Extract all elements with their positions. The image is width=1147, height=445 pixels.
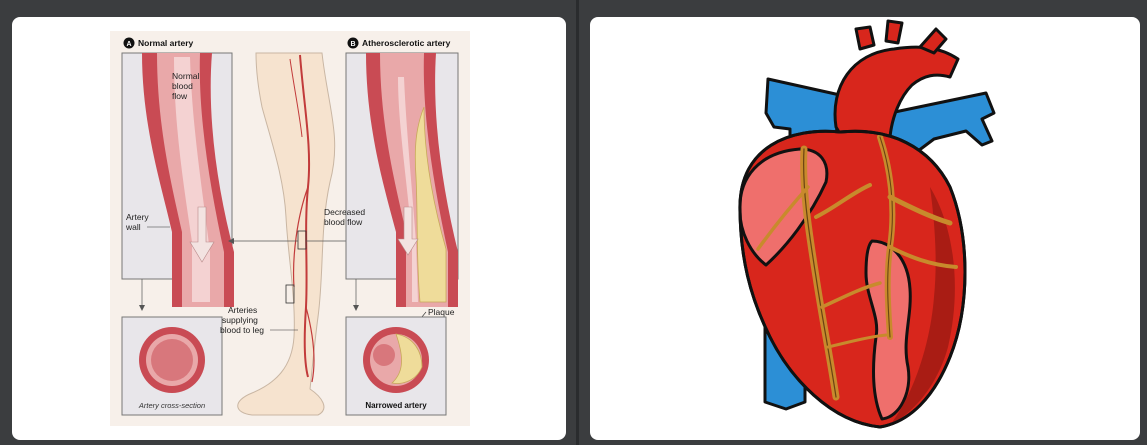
heart-illustration	[590, 17, 1140, 440]
cross-section-label: Artery cross-section	[138, 401, 205, 410]
panel-a-badge: A	[126, 41, 131, 48]
normal-flow-label: Normal	[172, 71, 200, 81]
svg-text:flow: flow	[172, 91, 188, 101]
svg-text:blood to leg: blood to leg	[220, 325, 264, 335]
plaque-label: Plaque	[428, 307, 455, 317]
image-card-atherosclerosis[interactable]: A Normal artery Normal blood flow Artery…	[12, 17, 566, 440]
image-card-heart[interactable]	[590, 17, 1140, 440]
panel-b-badge: B	[350, 41, 355, 48]
panel-b-title: Atherosclerotic artery	[362, 38, 451, 48]
narrowed-artery-label: Narrowed artery	[365, 401, 427, 410]
arteries-supplying-label: Arteries	[228, 305, 257, 315]
svg-text:supplying: supplying	[222, 315, 258, 325]
artery-wall-label: Artery	[126, 212, 149, 222]
svg-text:wall: wall	[125, 222, 141, 232]
svg-text:blood flow: blood flow	[324, 217, 363, 227]
svg-text:blood: blood	[172, 81, 193, 91]
atherosclerosis-illustration: A Normal artery Normal blood flow Artery…	[12, 17, 566, 440]
column-divider	[576, 0, 579, 445]
decreased-flow-label: Decreased	[324, 207, 365, 217]
panel-a-title: Normal artery	[138, 38, 194, 48]
